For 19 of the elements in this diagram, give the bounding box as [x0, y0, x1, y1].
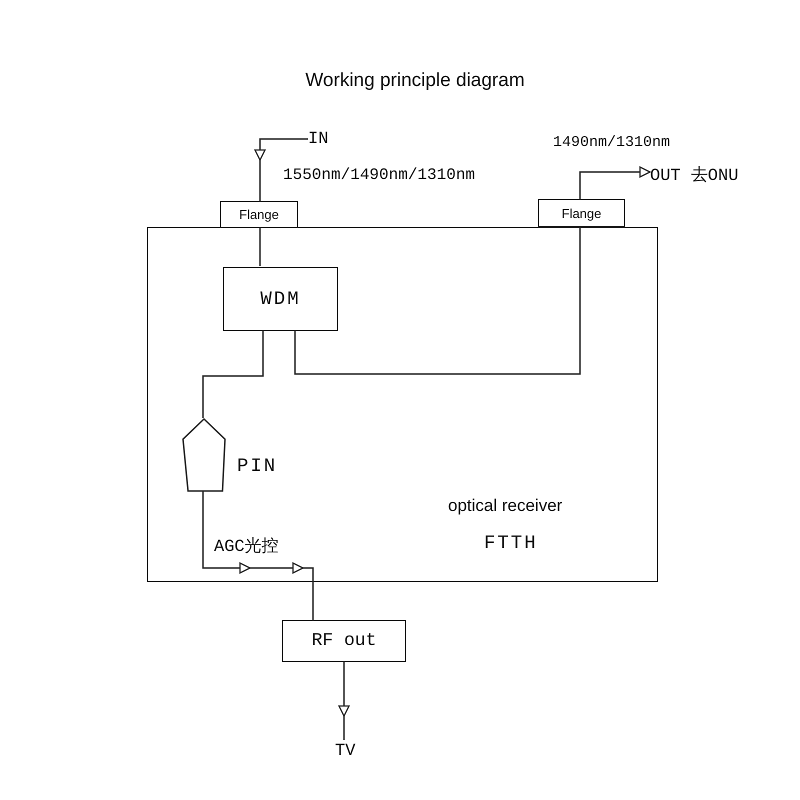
wavelength-label: 1550nm/1490nm/1310nm	[283, 166, 476, 184]
rf-out-box	[282, 620, 406, 662]
frame-title: optical receiver	[448, 496, 562, 516]
component-label: PIN	[237, 455, 278, 477]
receiver-frame	[147, 227, 658, 582]
wdm-box	[223, 267, 338, 331]
wavelength-label: 1490nm/1310nm	[553, 134, 670, 151]
flange-box	[220, 201, 298, 228]
port-label: IN	[308, 130, 328, 148]
box-label: Flange	[562, 206, 602, 220]
diagram-title: Working principle diagram	[304, 70, 526, 92]
box-label: Flange	[239, 207, 279, 222]
frame-label: FTTH	[484, 532, 538, 554]
port-label: OUT 去ONU	[650, 165, 738, 186]
port-label: TV	[335, 742, 356, 760]
box-label: RF out	[312, 631, 376, 651]
flange-box	[538, 199, 625, 227]
box-label: WDM	[260, 288, 301, 310]
amplifier-label: AGC光控	[214, 536, 279, 557]
